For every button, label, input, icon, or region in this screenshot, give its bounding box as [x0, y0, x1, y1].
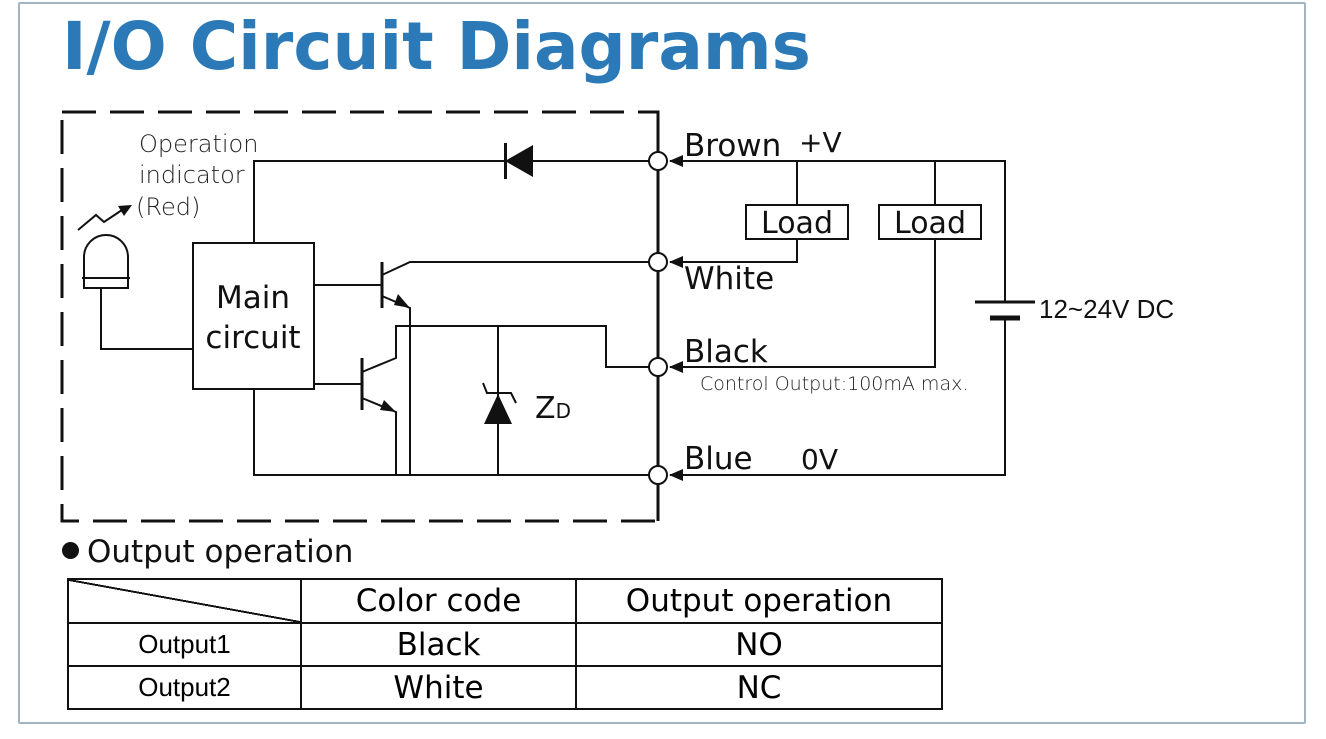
wire-label-brown: Brown [684, 128, 781, 164]
load-2-label: Load [894, 206, 966, 241]
load-1-label: Load [761, 206, 833, 241]
supply-voltage-label: 12~24V DC [1039, 294, 1174, 324]
output-operation-heading: Output operation [62, 534, 353, 570]
operation-indicator-line-1: Operation [139, 130, 258, 158]
light-ray-arrowhead [118, 205, 132, 216]
cell-color-code: Black [300, 622, 577, 667]
table-corner-cell [67, 578, 302, 624]
wire-label-white: White [684, 261, 774, 297]
transistor-1-arrow [394, 294, 410, 308]
wire-polarity-zero: 0V [801, 443, 838, 476]
brown-internal-wire [253, 160, 650, 243]
output-operation-heading-text: Output operation [87, 534, 354, 570]
load-2-box [878, 204, 982, 240]
cell-output-operation: NO [575, 622, 943, 667]
zener-label-main: Z [535, 391, 556, 426]
page-title: I/O Circuit Diagrams [62, 8, 811, 85]
external-brown-wire [670, 160, 1006, 302]
load-2-bottom-wire [670, 239, 936, 368]
output-operation-table: Color code Output operation Output1 Blac… [67, 578, 943, 710]
load-1-bottom-wire [670, 239, 798, 263]
terminal-blue [648, 465, 668, 485]
cell-color-code: White [300, 665, 577, 710]
diode-bar [504, 143, 507, 179]
operation-indicator-line-2: indicator [139, 161, 245, 189]
table-header-row: Color code Output operation [67, 578, 943, 624]
wire-label-blue: Blue [684, 441, 753, 477]
terminal-white [648, 252, 668, 272]
row-label-output1: Output1 [67, 622, 302, 667]
zener-cathode-bar [482, 382, 517, 404]
table-row: Output2 White NC [67, 665, 943, 710]
load-1-box [745, 204, 849, 240]
external-blue-wire [670, 318, 1006, 476]
wire-label-black: Black [684, 334, 768, 370]
zener-label: ZD [535, 391, 571, 426]
table-row: Output1 Black NO [67, 622, 943, 667]
main-circuit-label-1: Main [216, 280, 290, 316]
transistor-2-arrow [380, 400, 396, 412]
sensor-enclosure-dashed [60, 110, 660, 523]
terminal-black [648, 357, 668, 377]
column-header-output-operation: Output operation [575, 578, 943, 624]
operation-indicator-line-3: (Red) [136, 193, 200, 221]
led-wire [100, 288, 193, 350]
wire-polarity-positive: +V [799, 126, 842, 159]
light-ray-icon [77, 209, 123, 231]
cell-output-operation: NC [575, 665, 943, 710]
arrow-white [669, 256, 683, 268]
arrow-black [669, 361, 683, 373]
arrow-blue [669, 469, 683, 481]
transistor-1-collector [381, 261, 650, 276]
blue-internal-wire [253, 389, 650, 476]
zener-label-sub: D [556, 399, 571, 423]
terminal-brown [648, 151, 668, 171]
zener-triangle-icon [484, 394, 512, 424]
column-header-color-code: Color code [300, 578, 577, 624]
transistor-2-collector [361, 325, 650, 373]
row-label-output2: Output2 [67, 665, 302, 710]
main-circuit-box [192, 242, 315, 390]
arrow-brown [669, 155, 683, 167]
diode-triangle-icon [505, 145, 533, 177]
led-indicator-icon [83, 234, 129, 289]
bullet-dot-icon [62, 542, 79, 559]
control-output-note: Control Output:100mA max. [700, 373, 968, 395]
page-frame [18, 2, 1306, 724]
main-circuit-label-2: circuit [205, 320, 300, 356]
